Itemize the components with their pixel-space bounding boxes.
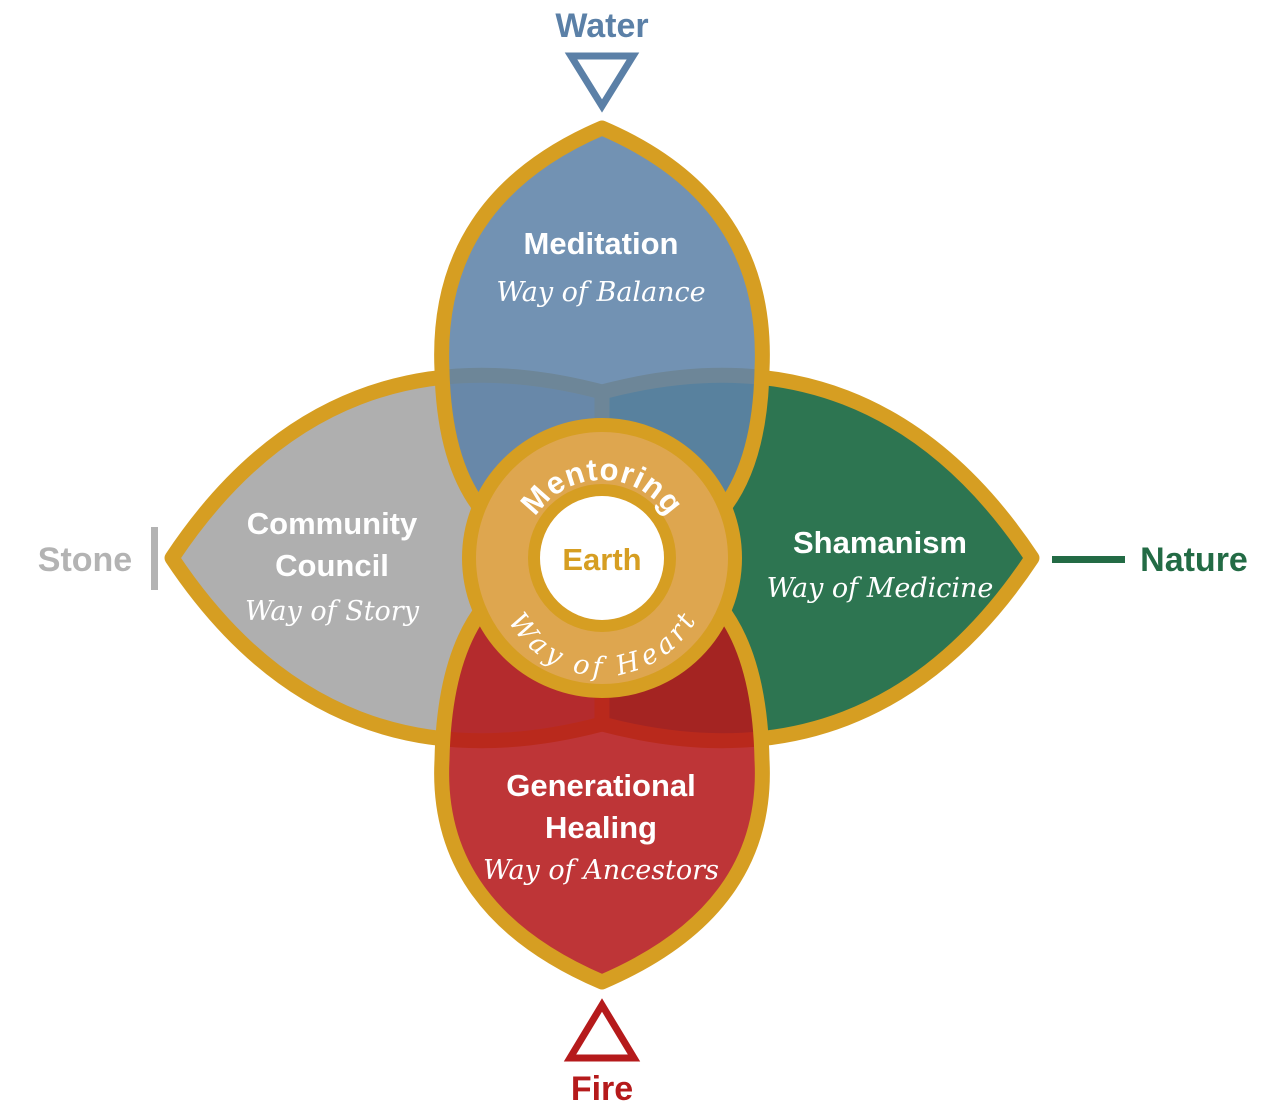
water-label: Water bbox=[555, 7, 648, 45]
generational-healing-title-line1: Generational bbox=[506, 768, 696, 803]
fire-label: Fire bbox=[571, 1070, 633, 1108]
water-triangle-icon bbox=[564, 52, 640, 113]
community-council-way: Way of Story bbox=[245, 596, 420, 627]
nature-line-icon bbox=[1052, 556, 1125, 563]
earth-core bbox=[540, 496, 664, 620]
fire-element: Fire bbox=[563, 998, 641, 1108]
earth-core-border bbox=[528, 484, 676, 632]
shamanism-way: Way of Medicine bbox=[767, 573, 994, 604]
water-element: Water bbox=[555, 7, 649, 113]
fire-triangle-icon bbox=[563, 998, 641, 1062]
nature-element: Nature bbox=[1052, 541, 1248, 579]
center-ring: Mentoring Way of Heart Earth bbox=[462, 418, 742, 698]
shamanism-text: Shamanism Way of Medicine bbox=[767, 525, 994, 604]
community-council-title-line1: Community bbox=[247, 506, 418, 541]
stone-bar-icon bbox=[151, 527, 158, 590]
meditation-title: Meditation bbox=[524, 226, 679, 261]
generational-healing-title-line2: Healing bbox=[545, 810, 657, 845]
meditation-way: Way of Balance bbox=[496, 277, 705, 308]
earth-label: Earth bbox=[562, 542, 641, 577]
community-council-title-line2: Council bbox=[275, 548, 389, 583]
generational-healing-text: Generational Healing Way of Ancestors bbox=[483, 768, 719, 886]
meditation-text: Meditation Way of Balance bbox=[496, 226, 705, 308]
shamanism-title: Shamanism bbox=[793, 525, 967, 560]
generational-healing-way: Way of Ancestors bbox=[483, 855, 719, 886]
stone-element: Stone bbox=[38, 527, 158, 590]
nature-label: Nature bbox=[1140, 541, 1248, 579]
community-council-text: Community Council Way of Story bbox=[245, 506, 420, 627]
stone-label: Stone bbox=[38, 541, 132, 579]
